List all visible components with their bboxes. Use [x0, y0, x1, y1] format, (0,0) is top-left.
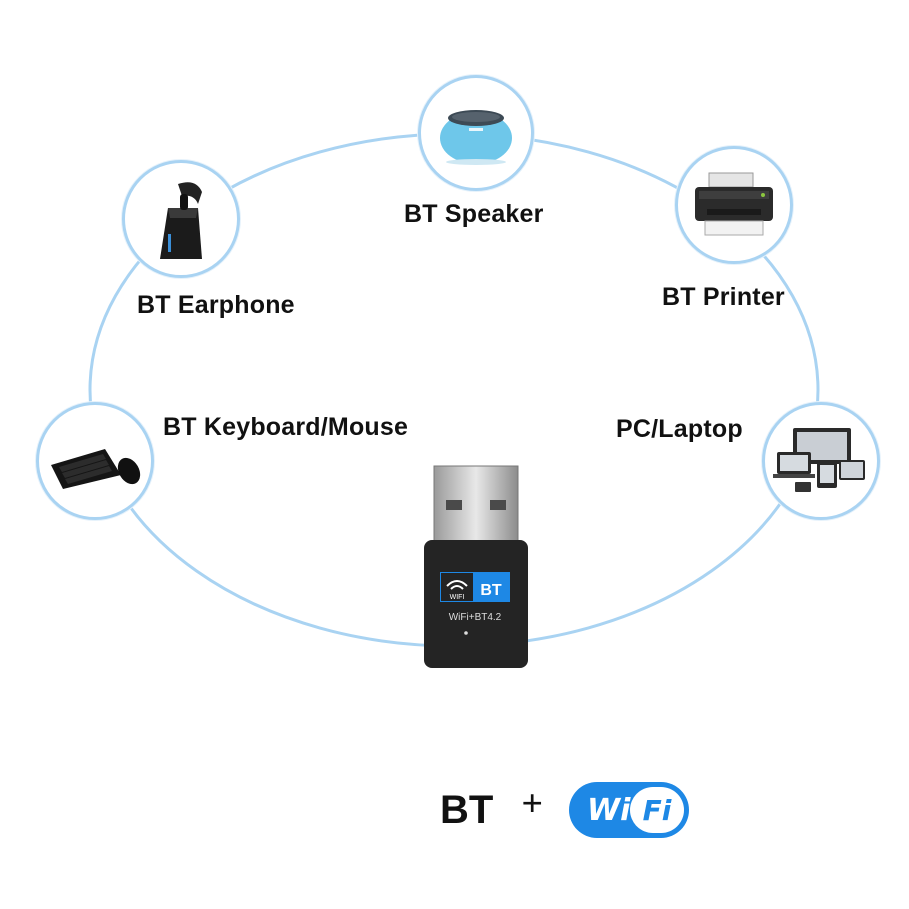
- plus-sign: +: [521, 783, 543, 825]
- pc-laptop-label: PC/Laptop: [616, 415, 743, 443]
- bt-keyboard-mouse-label: BT Keyboard/Mouse: [163, 413, 409, 441]
- usb-dongle: WIFI BT WiFi+BT4.2: [424, 465, 528, 668]
- pc-laptop-icon: [762, 402, 880, 520]
- bluetooth-earphone-icon: [122, 160, 240, 278]
- dongle-wifi-badge: WIFI: [450, 594, 465, 601]
- bt-earphone-label: BT Earphone: [137, 291, 295, 319]
- dongle-led: [464, 631, 468, 635]
- printer-icon: [675, 146, 793, 264]
- dongle-model-text: WiFi+BT4.2: [449, 612, 502, 623]
- wifi-logo-right: Fi: [629, 787, 684, 833]
- bt-text: BT: [440, 787, 494, 832]
- dongle-bt-badge: BT: [480, 582, 502, 599]
- wifi-logo-left: Wi: [586, 792, 631, 828]
- bt-plus-wifi-banner: BT + Wi Fi: [440, 780, 689, 840]
- bt-printer-label: BT Printer: [662, 283, 785, 311]
- wifi-logo-icon: Wi Fi: [568, 782, 689, 838]
- bluetooth-speaker-icon: [418, 75, 534, 191]
- keyboard-mouse-icon: [36, 402, 154, 520]
- bt-speaker-label: BT Speaker: [404, 200, 544, 228]
